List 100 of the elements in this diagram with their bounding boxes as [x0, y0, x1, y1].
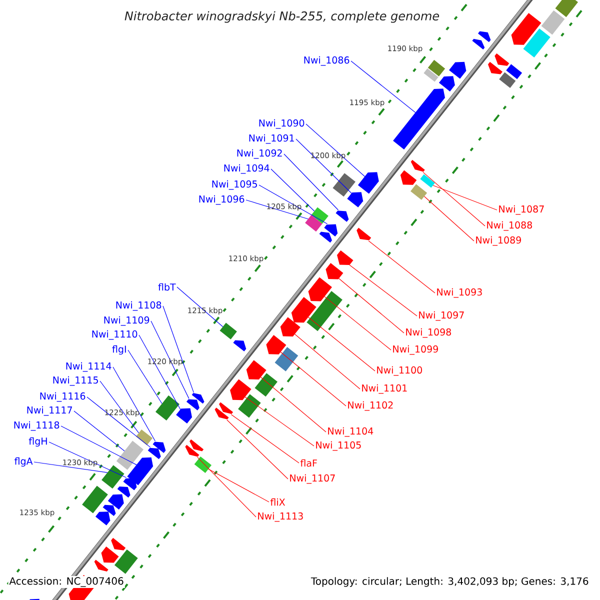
gene-label: Nwi_1092	[237, 149, 282, 159]
gene-pentagon	[494, 53, 510, 66]
gene-pentagon	[94, 560, 108, 572]
gene-box	[499, 72, 516, 88]
gene-box	[220, 322, 237, 340]
gene-box	[136, 429, 152, 446]
gene-pentagon	[266, 335, 286, 354]
gene-pentagon	[324, 224, 338, 236]
gene-pentagon	[148, 448, 161, 460]
leader-line	[270, 168, 315, 212]
gene-label: Nwi_1102	[348, 401, 393, 411]
gene-label: Nwi_1094	[224, 164, 270, 174]
gene-pentagon	[337, 250, 354, 265]
gene-box	[238, 394, 261, 418]
gene-label: Nwi_1093	[437, 288, 482, 298]
leader-line	[244, 396, 314, 446]
gene-pentagon	[152, 442, 166, 453]
gene-pentagon	[358, 172, 379, 194]
gene-box	[523, 28, 550, 58]
gene-box	[305, 215, 322, 232]
gene-pentagon	[101, 546, 119, 563]
leader-line	[86, 396, 151, 448]
gene-pentagon	[438, 76, 455, 92]
gene-label: Nwi_1087	[499, 205, 544, 215]
gene-label: Nwi_1096	[199, 195, 244, 205]
gene-pentagon	[488, 62, 502, 74]
gene-box	[306, 291, 342, 332]
gene-box	[428, 60, 446, 76]
gene-pentagon	[410, 160, 425, 172]
gene-pentagon	[95, 512, 110, 526]
accession-text: Accession: NC_007406	[8, 576, 125, 588]
leader-line	[48, 442, 127, 478]
gene-box	[424, 68, 438, 82]
gene-pentagon	[347, 192, 364, 208]
gene-label: Nwi_1113	[258, 512, 303, 522]
gene-pentagon	[449, 62, 466, 79]
gene-pentagon	[185, 444, 200, 457]
leader-line	[230, 414, 300, 464]
gene-label: Nwi_1116	[40, 392, 86, 402]
gene-pentagon	[336, 210, 349, 222]
leader-line	[294, 334, 360, 390]
gene-label: fliX	[270, 498, 286, 506]
leader-line	[258, 184, 328, 224]
gene-pentagon	[393, 88, 445, 150]
leader-line	[176, 286, 224, 328]
leader-line	[308, 316, 376, 372]
gene-label: Nwi_1109	[104, 316, 150, 326]
gene-label: Nwi_1104	[328, 427, 374, 437]
gene-label: Nwi_1114	[66, 362, 112, 372]
gene-label: Nwi_1105	[316, 441, 361, 451]
leader-line	[112, 366, 156, 442]
gene-pentagon	[219, 402, 234, 414]
leader-line	[60, 426, 137, 466]
gene-box	[116, 440, 144, 470]
gene-pentagon	[233, 340, 246, 352]
leader-line	[432, 185, 498, 210]
gene-pentagon	[511, 12, 542, 45]
leader-line	[338, 278, 404, 334]
leader-line	[306, 124, 366, 177]
gene-label: flgH	[28, 437, 47, 447]
leader-line	[128, 350, 162, 404]
gene-box	[82, 486, 108, 514]
gene-pentagon	[400, 170, 417, 185]
gene-label: flgI	[112, 345, 126, 355]
gene-box	[506, 64, 522, 80]
leader-line	[260, 376, 326, 432]
gene-pentagon	[123, 478, 137, 490]
leader-line	[138, 334, 181, 410]
gene-box	[155, 395, 180, 421]
gene-label: Nwi_1107	[290, 474, 335, 484]
gene-pentagon	[478, 31, 491, 42]
leader-line	[280, 352, 346, 406]
gene-label: Nwi_1099	[393, 345, 438, 355]
leader-line	[74, 410, 125, 452]
leader-line	[150, 320, 190, 399]
leader-line	[162, 306, 194, 393]
leader-line	[197, 456, 256, 518]
gene-box	[114, 549, 138, 574]
gene-label: Nwi_1098	[406, 328, 451, 338]
gene-label: Nwi_1101	[362, 384, 407, 394]
leader-line	[284, 154, 339, 210]
gene-pentagon	[319, 232, 332, 243]
leader-line	[296, 138, 352, 194]
leader-line	[226, 420, 288, 480]
leader-line	[208, 468, 270, 502]
gene-label: Nwi_1110	[92, 330, 138, 340]
gene-pentagon	[111, 538, 126, 550]
gene-label: Nwi_1117	[27, 406, 72, 416]
gene-pentagon	[214, 408, 229, 420]
gene-label: Nwi_1100	[377, 366, 422, 376]
leader-line	[424, 196, 474, 242]
leader-line	[349, 264, 418, 316]
leader-line	[246, 200, 308, 220]
gene-label: Nwi_1088	[487, 221, 532, 231]
title: Nitrobacter winogradskyi Nb-255, complete genome	[124, 11, 440, 23]
gene-pentagon	[356, 228, 372, 240]
gene-pentagon	[291, 297, 316, 323]
gene-pentagon	[190, 439, 204, 452]
gene-label: Nwi_1091	[249, 134, 294, 144]
gene-label: Nwi_1108	[116, 301, 162, 311]
